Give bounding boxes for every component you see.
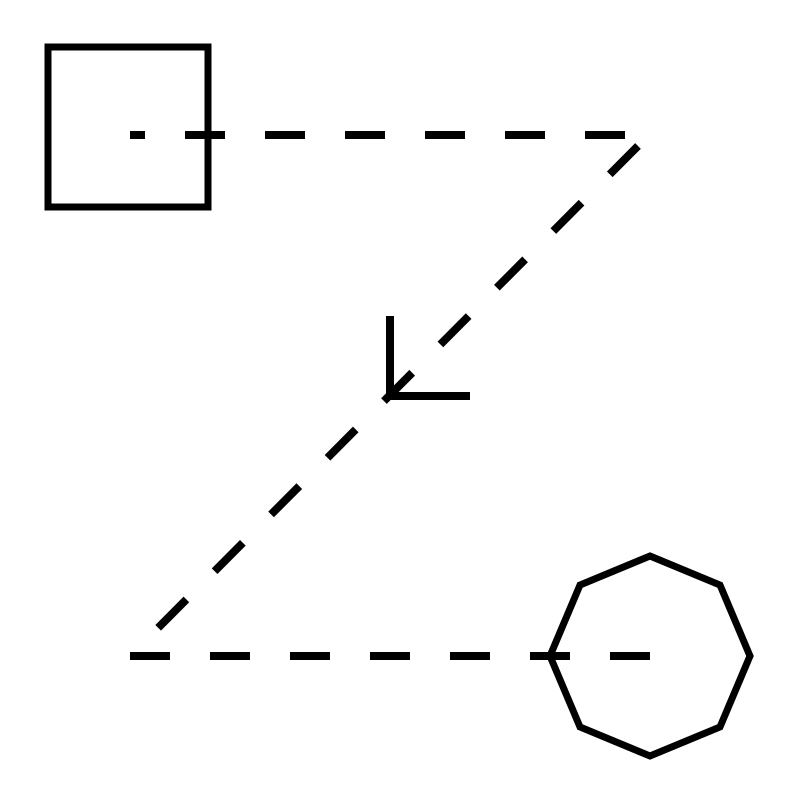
dashed-path-diagonal bbox=[155, 143, 641, 631]
octagon-node bbox=[546, 552, 754, 760]
arrowhead-icon bbox=[386, 316, 470, 400]
square-node bbox=[44, 43, 212, 211]
